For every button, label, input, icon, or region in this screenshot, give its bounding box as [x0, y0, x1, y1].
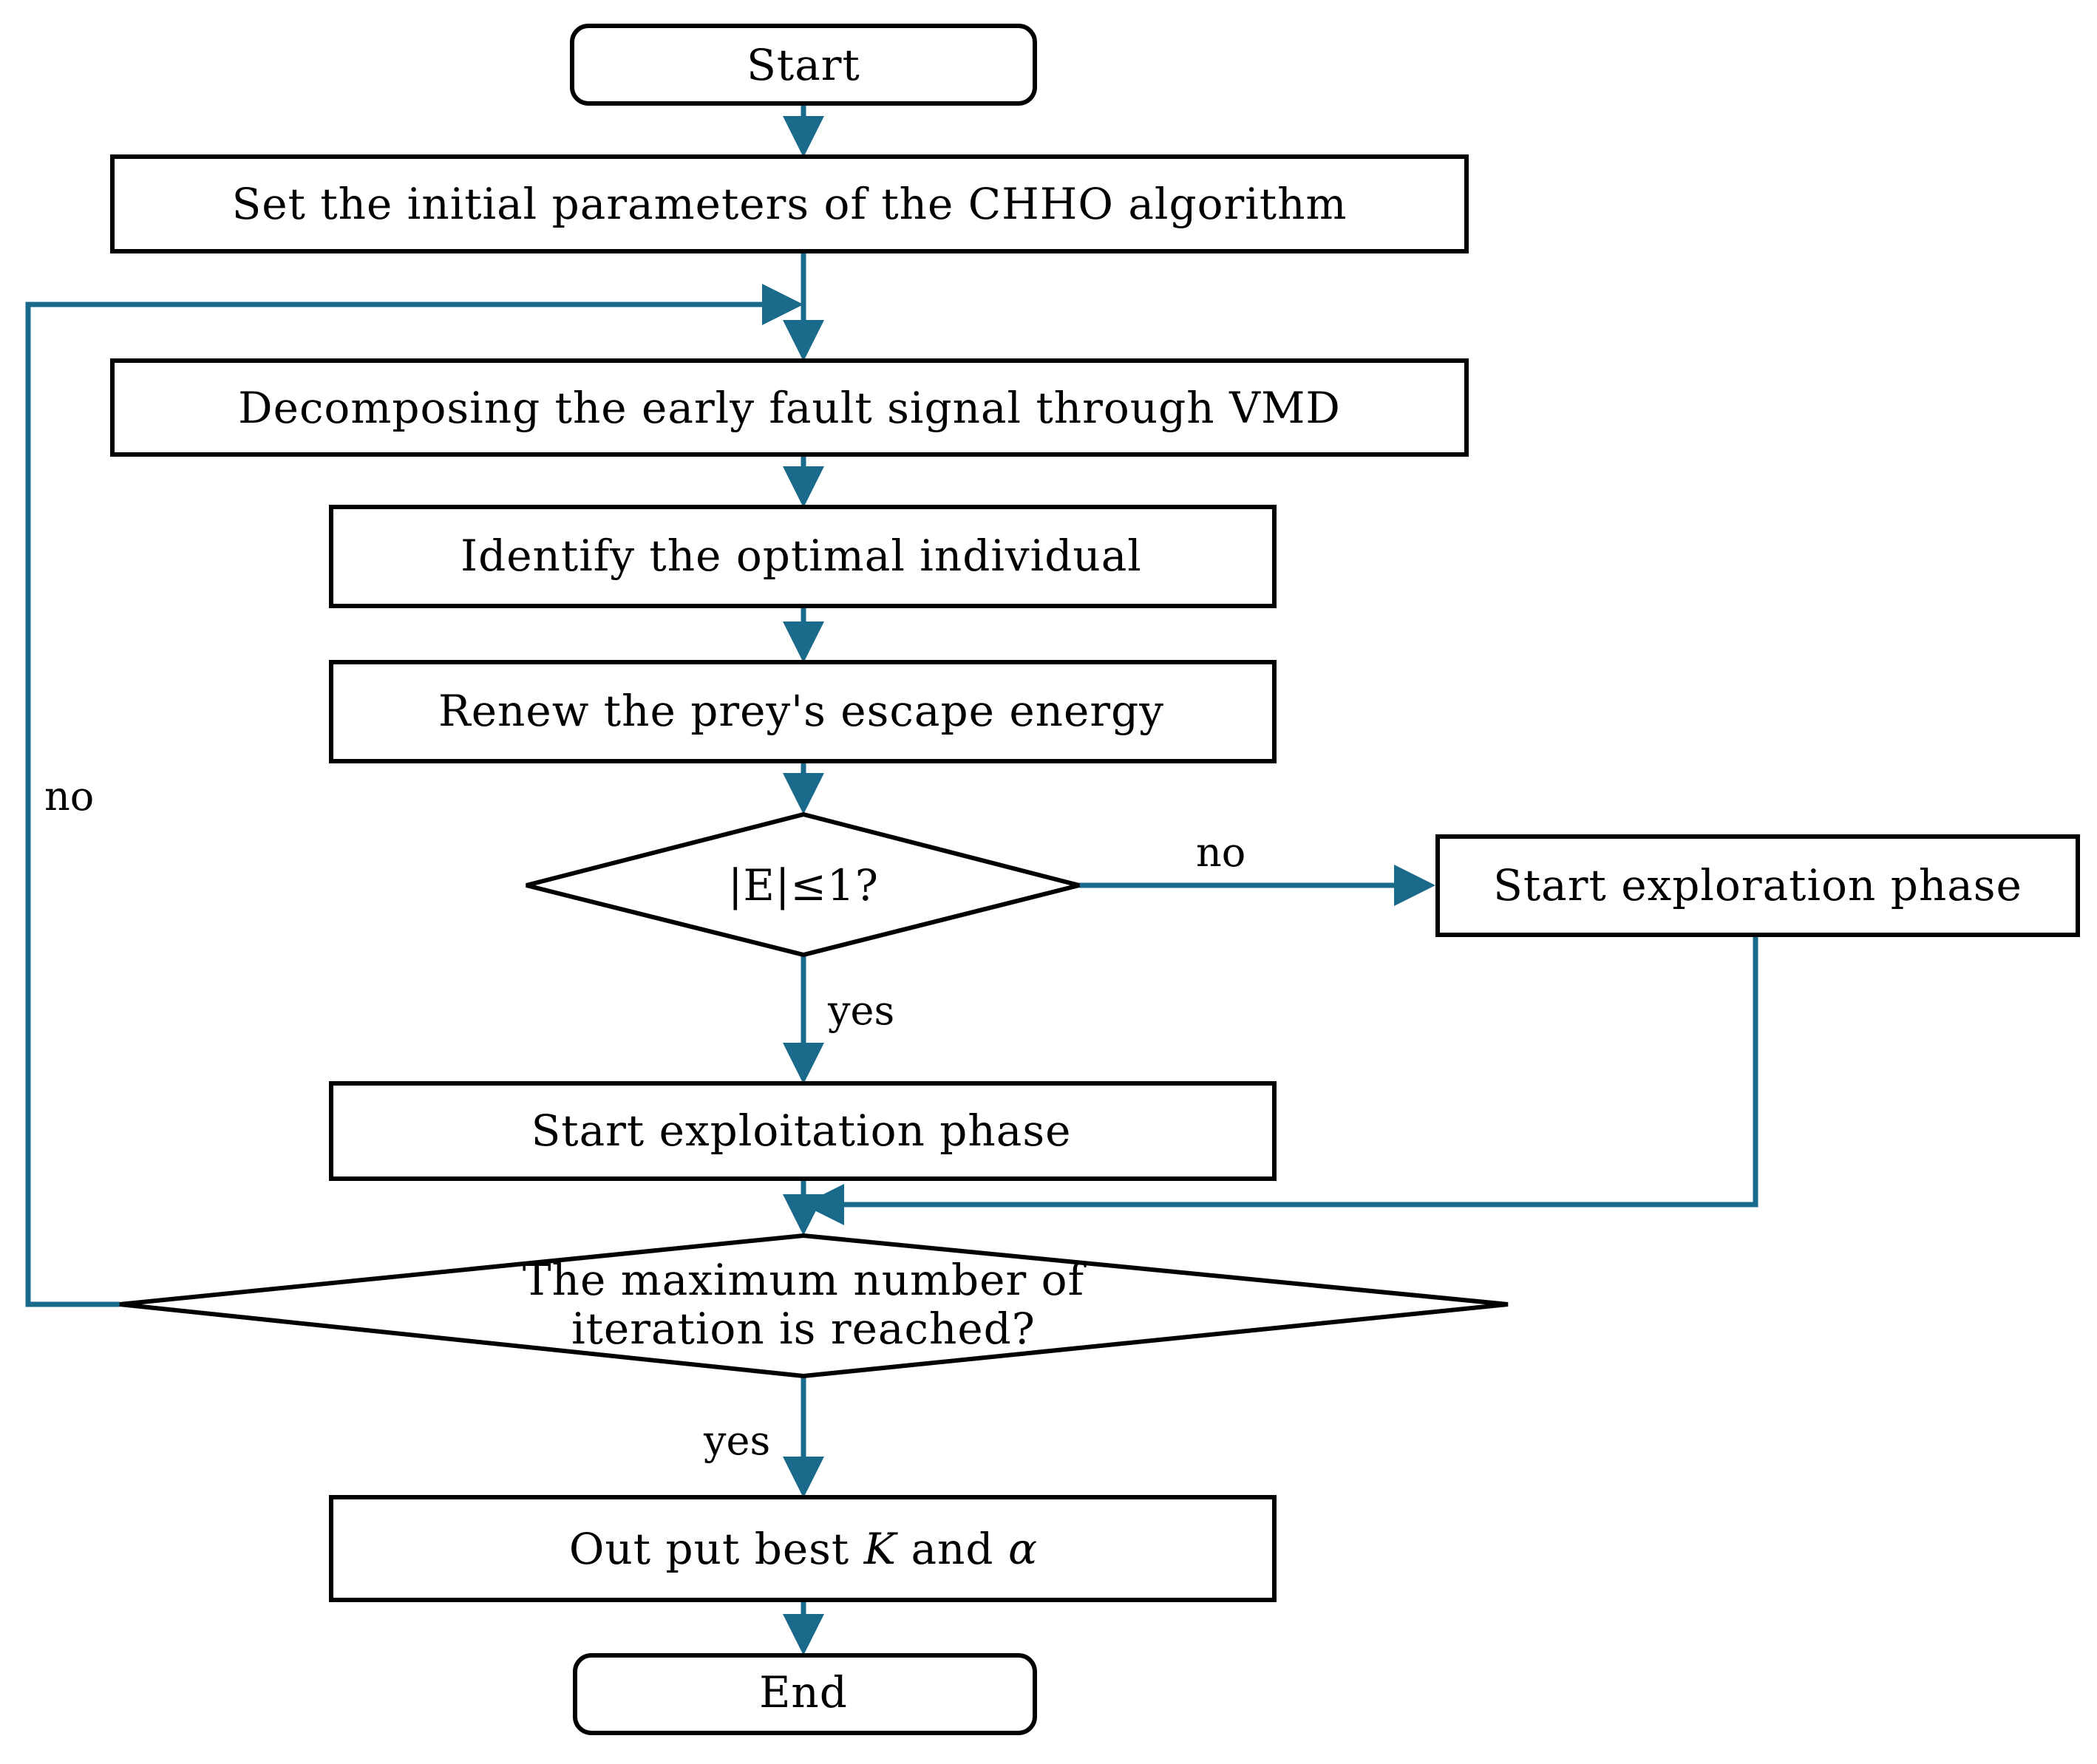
exploitation-box: [329, 1081, 1277, 1181]
decision-iteration-label-line2: iteration is reached?: [571, 1304, 1036, 1354]
output-box: [329, 1495, 1277, 1602]
exploration-label: Start exploration phase: [1493, 860, 2022, 910]
set-params-box: [110, 154, 1469, 253]
arrow-exploration-to-merge: [803, 935, 1758, 1225]
decision-iteration-label-line1: The maximum number of: [523, 1255, 1087, 1305]
end-label: End: [759, 1667, 848, 1717]
exploitation-label: Start exploitation phase: [531, 1106, 1072, 1156]
node-exploitation: Start exploitation phase: [329, 1081, 1277, 1181]
identify-label: Identify the optimal individual: [460, 531, 1142, 581]
start-terminal: [570, 24, 1037, 106]
output-prefix: Out put best: [569, 1524, 864, 1574]
edge-label-iteration-yes: yes: [703, 1417, 770, 1464]
decision-energy-label: |E|≤1?: [728, 860, 879, 910]
node-output: Out put best K and α: [329, 1495, 1277, 1602]
end-terminal: [573, 1653, 1037, 1735]
edge-label-iteration-no: no: [44, 773, 94, 820]
output-mid: and: [897, 1524, 1008, 1574]
renew-label: Renew the prey's escape energy: [438, 686, 1164, 736]
node-decision-iteration: The maximum number of iteration is reach…: [119, 1233, 1509, 1379]
edge-label-energy-yes: yes: [827, 987, 894, 1034]
identify-box: [329, 505, 1277, 608]
arrow-decision-iter-no-loopback: [25, 284, 803, 1307]
node-renew: Renew the prey's escape energy: [329, 660, 1277, 763]
set-params-label: Set the initial parameters of the CHHO a…: [232, 179, 1347, 229]
decision-iteration-diamond: [119, 1233, 1509, 1379]
decompose-label: Decomposing the early fault signal throu…: [238, 383, 1341, 433]
node-exploration: Start exploration phase: [1435, 834, 2080, 937]
edge-label-energy-no: no: [1196, 829, 1245, 876]
node-decision-energy: |E|≤1?: [526, 811, 1080, 958]
node-identify: Identify the optimal individual: [329, 505, 1277, 608]
node-decompose: Decomposing the early fault signal throu…: [110, 358, 1469, 457]
decision-energy-diamond: [526, 811, 1080, 958]
output-label: Out put best K and α: [569, 1524, 1038, 1574]
output-alpha-symbol: α: [1008, 1524, 1038, 1574]
node-end: End: [573, 1653, 1037, 1735]
start-label: Start: [747, 40, 860, 90]
node-set-params: Set the initial parameters of the CHHO a…: [110, 154, 1469, 253]
exploration-box: [1435, 834, 2080, 937]
output-k-symbol: K: [863, 1524, 899, 1574]
decompose-box: [110, 358, 1469, 457]
node-start: Start: [570, 24, 1037, 106]
renew-box: [329, 660, 1277, 763]
edge-labels: no yes no yes: [44, 773, 1245, 1464]
connectors: [25, 103, 1758, 1655]
